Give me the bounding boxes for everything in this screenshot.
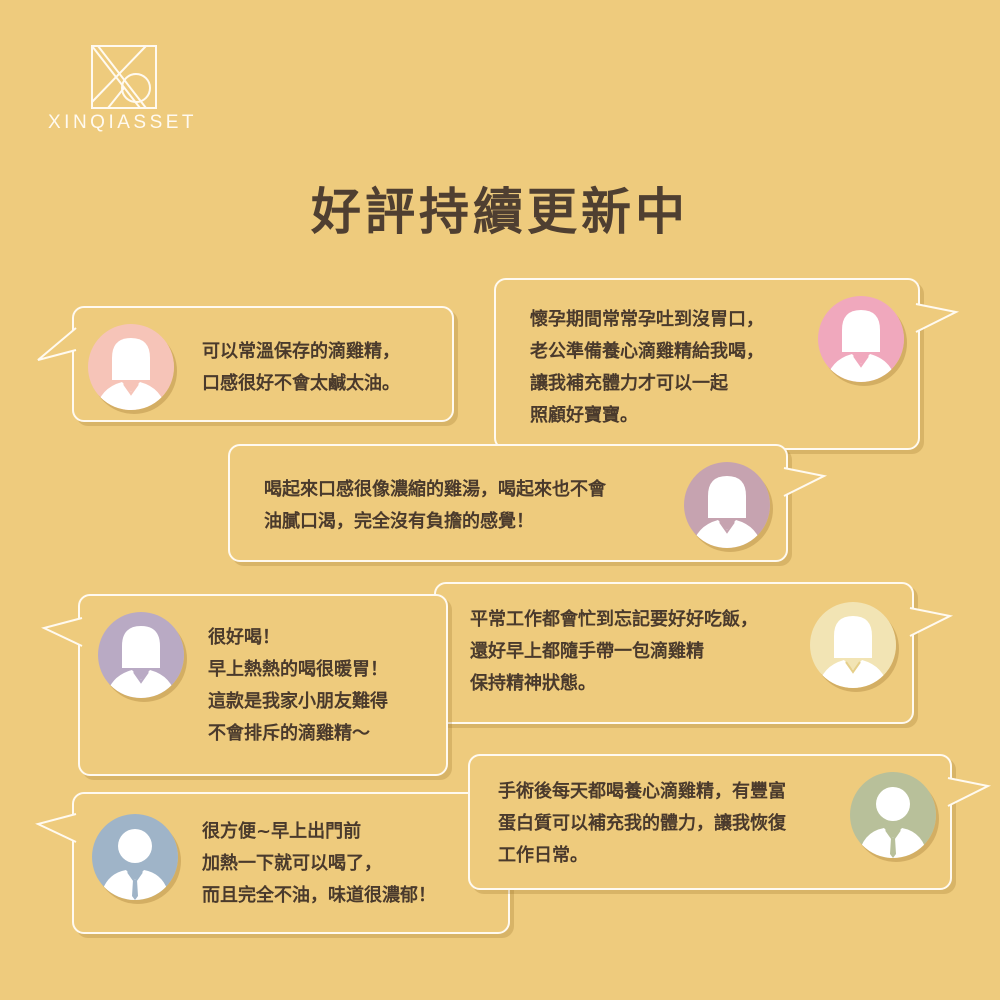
- speech-tail-icon: [947, 777, 992, 807]
- speech-tail-icon: [41, 617, 83, 647]
- speech-tail-icon: [35, 813, 77, 843]
- review-bubble: 可以常溫保存的滴雞精， 口感很好不會太鹹太油。: [37, 306, 454, 422]
- brand-logo: XINQIASSET: [48, 44, 208, 134]
- review-text: 很好喝！ 早上熱熱的喝很暖胃！ 這款是我家小朋友難得 不會排斥的滴雞精～: [208, 627, 388, 744]
- female-user-icon: [810, 602, 896, 688]
- review-bubble: 平常工作都會忙到忘記要好好吃飯， 還好早上都隨手帶一包滴雞精 保持精神狀態。: [434, 582, 954, 724]
- speech-tail-icon: [37, 327, 77, 361]
- logo-mark-icon: [91, 45, 157, 109]
- female-user-icon: [684, 462, 770, 548]
- avatar: [684, 462, 770, 548]
- review-text: 手術後每天都喝養心滴雞精，有豐富 蛋白質可以補充我的體力，讓我恢復 工作日常。: [498, 781, 786, 866]
- female-user-icon: [818, 296, 904, 382]
- female-user-icon: [88, 324, 174, 410]
- review-bubble: 很好喝！ 早上熱熱的喝很暖胃！ 這款是我家小朋友難得 不會排斥的滴雞精～: [41, 594, 448, 776]
- review-bubble: 手術後每天都喝養心滴雞精，有豐富 蛋白質可以補充我的體力，讓我恢復 工作日常。: [468, 754, 992, 890]
- avatar: [98, 612, 184, 698]
- speech-tail-icon: [909, 607, 954, 637]
- page-title: 好評持續更新中: [311, 182, 689, 241]
- review-text: 懷孕期間常常孕吐到沒胃口， 老公準備養心滴雞精給我喝， 讓我補充體力才可以一起 …: [530, 309, 764, 426]
- avatar: [92, 814, 178, 900]
- male-user-icon: [850, 772, 936, 858]
- review-bubble: 很方便~早上出門前 加熱一下就可以喝了， 而且完全不油，味道很濃郁！: [35, 792, 510, 934]
- female-user-icon: [98, 612, 184, 698]
- male-user-icon: [92, 814, 178, 900]
- speech-tail-icon: [783, 467, 828, 497]
- review-bubble: 懷孕期間常常孕吐到沒胃口， 老公準備養心滴雞精給我喝， 讓我補充體力才可以一起 …: [494, 278, 960, 450]
- review-text: 平常工作都會忙到忘記要好好吃飯， 還好早上都隨手帶一包滴雞精 保持精神狀態。: [470, 609, 758, 694]
- review-text: 可以常溫保存的滴雞精， 口感很好不會太鹹太油。: [202, 341, 400, 394]
- avatar: [818, 296, 904, 382]
- avatar: [88, 324, 174, 410]
- review-bubble: 喝起來口感很像濃縮的雞湯，喝起來也不會 油膩口渴，完全沒有負擔的感覺！: [228, 444, 828, 562]
- speech-tail-icon: [915, 303, 960, 333]
- avatar: [810, 602, 896, 688]
- review-text: 喝起來口感很像濃縮的雞湯，喝起來也不會 油膩口渴，完全沒有負擔的感覺！: [264, 479, 606, 532]
- review-text: 很方便~早上出門前 加熱一下就可以喝了， 而且完全不油，味道很濃郁！: [202, 821, 436, 906]
- brand-name: XINQIASSET: [48, 112, 198, 133]
- avatar: [850, 772, 936, 858]
